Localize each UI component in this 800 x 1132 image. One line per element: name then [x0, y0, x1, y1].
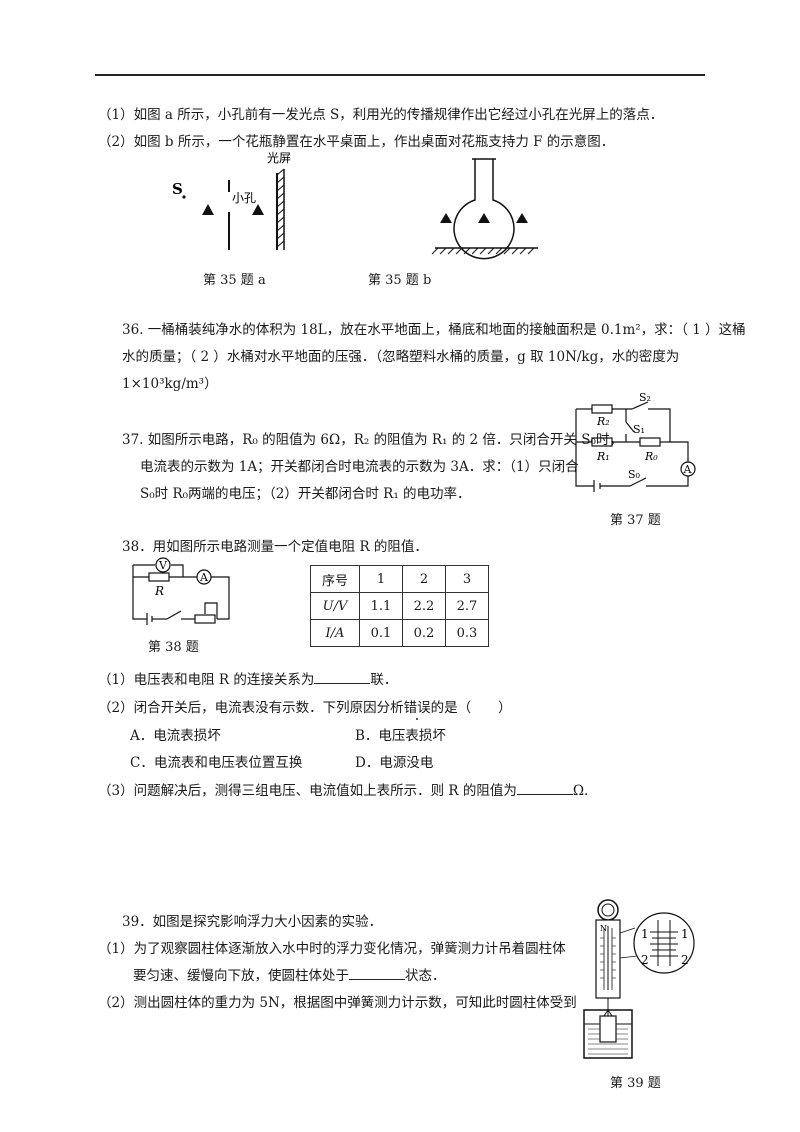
table-row: U/V 1.1 2.2 2.7 — [310, 592, 489, 620]
q37-line3: S₀时 R₀两端的电压；（2）开关都闭合时 R₁ 的电功率． — [140, 486, 471, 502]
fig37-caption: 第 37 题 — [610, 513, 661, 528]
fig39-beaker — [583, 1009, 633, 1059]
q38-stem: 38．用如图所示电路测量一个定值电阻 R 的阻值． — [122, 539, 428, 555]
svg-text:A: A — [683, 463, 693, 476]
fig39-zoom-lens — [633, 912, 695, 974]
q38-option-a: A．电流表损坏 — [130, 728, 221, 744]
q36-line2: 水的质量；（ 2 ）水桶对水平地面的压强．（忽略塑料水桶的质量，g 取 10N/… — [122, 349, 680, 365]
table-cell: 1.1 — [359, 592, 403, 620]
q38-option-c: C．电流表和电压表位置互换 — [130, 755, 303, 771]
fig37-s1: S₁ — [633, 423, 645, 436]
fig39-left-1: 1 — [641, 927, 649, 941]
q35-part2: （2）如图 b 所示，一个花瓶静置在水平桌面上，作出桌面对花瓶支持力 F 的示意… — [98, 134, 615, 150]
table-cell: 0.2 — [402, 619, 446, 647]
svg-text:A: A — [199, 571, 209, 584]
svg-text:V: V — [158, 559, 168, 572]
table-header-cell: 3 — [445, 565, 489, 593]
figure-37-circuit: A S₂ R₂ S₁ R₁ R₀ S₀ — [575, 391, 696, 492]
figure-38-circuit: V A R — [132, 557, 230, 625]
fig37-r1: R₁ — [596, 450, 610, 463]
q39-part1-line2: 要匀速、缓慢向下放，使圆柱体处于状态． — [133, 967, 446, 984]
fig37-s2: S₂ — [639, 391, 651, 404]
table-cell: 2.2 — [402, 592, 446, 620]
fig35a-caption: 第 35 题 a — [203, 273, 266, 288]
fig37-r0: R₀ — [644, 450, 658, 463]
figure-39-spring-scale: N 1 2 1 2 — [583, 899, 695, 1059]
fig39-cylinder — [599, 1015, 617, 1043]
fig39-right-1: 1 — [681, 927, 689, 941]
table-cell: 0.3 — [445, 619, 489, 647]
fig38-ammeter — [196, 569, 212, 585]
q39-stem: 39．如图是探究影响浮力大小因素的实验． — [122, 914, 383, 930]
fig39-left-2: 2 — [641, 953, 649, 967]
q39-part2-line1: （2）测出圆柱体的重力为 5N，根据图中弹簧测力计示数，可知此时圆柱体受到 — [98, 995, 577, 1011]
emphasis-text: 错误 — [403, 700, 431, 716]
figure-35a: 光屏 S 小孔 — [172, 151, 291, 250]
fig35a-point-dot — [182, 195, 186, 199]
table-cell: 2.7 — [445, 592, 489, 620]
fig39-right-2: 2 — [681, 953, 689, 967]
answer-blank[interactable] — [516, 782, 573, 795]
fig35a-marker-right — [252, 204, 264, 215]
fig35b-marker-center — [478, 213, 490, 223]
table-cell: I/A — [310, 619, 360, 647]
q38-part1: （1）电压表和电阻 R 的连接关系为联． — [98, 671, 398, 688]
q36-line3: 1×10³kg/m³） — [122, 376, 218, 392]
fig35b-marker-right — [516, 213, 528, 223]
table-row: I/A 0.1 0.2 0.3 — [310, 619, 489, 647]
fig37-s0: S₀ — [628, 468, 641, 481]
fig38-caption: 第 38 题 — [148, 640, 199, 655]
svg-text:N: N — [600, 924, 607, 933]
fig38-r: R — [154, 584, 164, 598]
table-header-row: 序号 1 2 3 — [310, 565, 489, 593]
figure-35b — [431, 158, 538, 260]
q36-line1: 36. 一桶桶装纯净水的体积为 18L，放在水平地面上，桶底和地面的接触面积是 … — [122, 322, 746, 338]
fig35a-marker-left — [202, 204, 214, 215]
q37-line2: 电流表的示数为 1A；开关都闭合时电流表的示数为 3A．求：（1）只闭合 — [140, 459, 579, 475]
fig35a-hole-label: 小孔 — [232, 191, 256, 205]
q35-part1: （1）如图 a 所示，小孔前有一发光点 S，利用光的传播规律作出它经过小孔在光屏… — [98, 107, 664, 123]
fig37-r2: R₂ — [596, 415, 610, 428]
q39-part1-line1: （1）为了观察圆柱体逐渐放入水中时的浮力变化情况，弹簧测力计吊着圆柱体 — [98, 941, 566, 957]
table-cell: U/V — [310, 592, 360, 620]
fig35b-marker-left — [440, 213, 452, 223]
fig35a-point-label: S — [172, 180, 183, 198]
header-rule — [95, 74, 705, 76]
table-cell: 0.1 — [359, 619, 403, 647]
q38-part2: （2）闭合开关后，电流表没有示数．下列原因分析错误的是（ ） — [98, 700, 512, 716]
fig37-ammeter — [680, 461, 696, 477]
fig35a-screen-label: 光屏 — [267, 151, 291, 165]
answer-blank[interactable] — [314, 671, 371, 684]
table-header-cell: 2 — [402, 565, 446, 593]
q38-data-table: 序号 1 2 3 U/V 1.1 2.2 2.7 I/A 0.1 0.2 0.3 — [310, 565, 489, 647]
table-header-cell: 1 — [359, 565, 403, 593]
q38-option-b: B．电压表损坏 — [355, 728, 446, 744]
q38-option-d: D．电源没电 — [355, 755, 434, 771]
fig38-voltmeter — [155, 557, 171, 573]
fig39-caption: 第 39 题 — [610, 1076, 661, 1091]
fig35b-caption: 第 35 题 b — [368, 273, 432, 288]
answer-blank[interactable] — [349, 967, 405, 980]
table-header-cell: 序号 — [310, 565, 360, 593]
fig39-ring — [597, 899, 619, 921]
q37-line1: 37. 如图所示电路，R₀ 的阻值为 6Ω，R₂ 的阻值为 R₁ 的 2 倍．只… — [122, 432, 623, 448]
